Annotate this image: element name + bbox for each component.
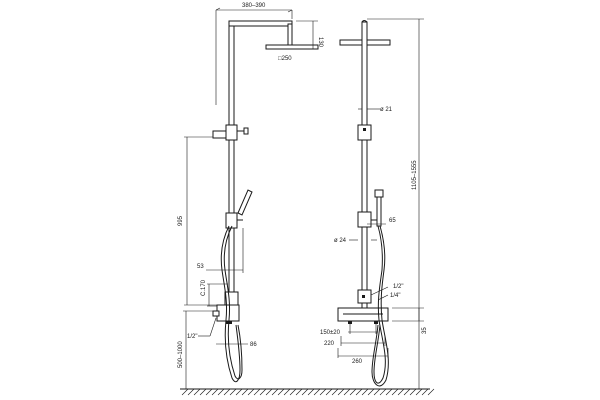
dim-rail-height: 995: [178, 215, 184, 226]
dim-hand-offset: 53: [197, 264, 204, 270]
side-view: 380–390 130 □250 995 53 C.170 1/2" 86 50: [178, 3, 323, 389]
side-top-arm: [228, 20, 293, 27]
hatch-stroke: [325, 388, 333, 396]
hatch-stroke: [253, 388, 261, 396]
side-diverter: [224, 291, 239, 306]
hatch-stroke: [343, 388, 351, 396]
dim-head-size: □250: [278, 56, 292, 62]
side-mixer-body: [216, 304, 240, 322]
dim-hand-bracket: 65: [389, 218, 396, 224]
floor-hatch: [180, 388, 435, 396]
hatch-stroke: [223, 388, 231, 396]
dim-thread-left: 1/2": [187, 334, 197, 340]
hatch-stroke: [217, 388, 225, 396]
hatch-stroke: [247, 388, 255, 396]
hatch-stroke: [355, 388, 363, 396]
hatch-stroke: [415, 388, 423, 396]
hatch-stroke: [277, 388, 285, 396]
hatch-stroke: [235, 388, 243, 396]
side-hand-shower: [237, 189, 253, 216]
dim-thread-half: 1/2": [393, 284, 403, 290]
hatch-stroke: [295, 388, 303, 396]
front-collar-upper: [357, 124, 372, 141]
hatch-stroke: [403, 388, 411, 396]
dim-mixer-outer: 260: [352, 359, 363, 365]
dim-overall-height: 1105–1555: [412, 160, 418, 190]
hatch-stroke: [391, 388, 399, 396]
dim-inlet-spacing: C.170: [201, 279, 207, 296]
hatch-stroke: [421, 388, 429, 396]
hatch-stroke: [187, 388, 195, 396]
hatch-stroke: [319, 388, 327, 396]
dim-arm-reach: 380–390: [242, 3, 266, 9]
dim-handle-diameter: ø 24: [334, 238, 347, 244]
hatch-stroke: [283, 388, 291, 396]
dim-mixer-inner: 220: [324, 341, 335, 347]
hatch-stroke: [265, 388, 273, 396]
hatch-stroke: [205, 388, 213, 396]
dim-head-drop: 130: [317, 37, 323, 48]
dim-mixer-centers: 150±20: [320, 330, 341, 336]
hatch-stroke: [397, 388, 405, 396]
dim-thread-quarter: 1/4": [390, 293, 400, 299]
hatch-stroke: [349, 388, 357, 396]
dim-pipe-diameter: ø 21: [380, 107, 393, 113]
dim-wall-outlet: 86: [250, 342, 257, 348]
front-hand-shower-handle: [376, 195, 382, 227]
hatch-stroke: [181, 388, 189, 396]
side-hose: [220, 225, 241, 383]
hatch-stroke: [367, 388, 375, 396]
hatch-stroke: [193, 388, 201, 396]
hatch-stroke: [337, 388, 345, 396]
hatch-stroke: [241, 388, 249, 396]
hatch-stroke: [289, 388, 297, 396]
hatch-stroke: [373, 388, 381, 396]
side-shower-head: [265, 44, 319, 50]
dim-wall-clearance: 35: [422, 327, 428, 334]
front-riser-pipe: [361, 21, 368, 310]
hatch-stroke: [259, 388, 267, 396]
hatch-stroke: [307, 388, 315, 396]
hatch-stroke: [379, 388, 387, 396]
dim-mount-height: 500–1000: [178, 341, 184, 368]
hatch-stroke: [271, 388, 279, 396]
hatch-stroke: [409, 388, 417, 396]
front-view: 1105–1555 ø 21 65 ø 24 1/2" 1/4" 150±20 …: [320, 18, 428, 390]
hatch-stroke: [385, 388, 393, 396]
side-slider: [225, 212, 238, 229]
hatch-stroke: [211, 388, 219, 396]
hatch-stroke: [313, 388, 321, 396]
hatch-stroke: [229, 388, 237, 396]
hatch-stroke: [361, 388, 369, 396]
hatch-stroke: [331, 388, 339, 396]
side-collar-upper: [225, 124, 238, 141]
hatch-stroke: [301, 388, 309, 396]
hatch-stroke: [199, 388, 207, 396]
front-slider: [357, 211, 372, 228]
side-head-drop: [287, 23, 293, 47]
front-hose: [371, 225, 389, 387]
hatch-stroke: [427, 388, 435, 396]
